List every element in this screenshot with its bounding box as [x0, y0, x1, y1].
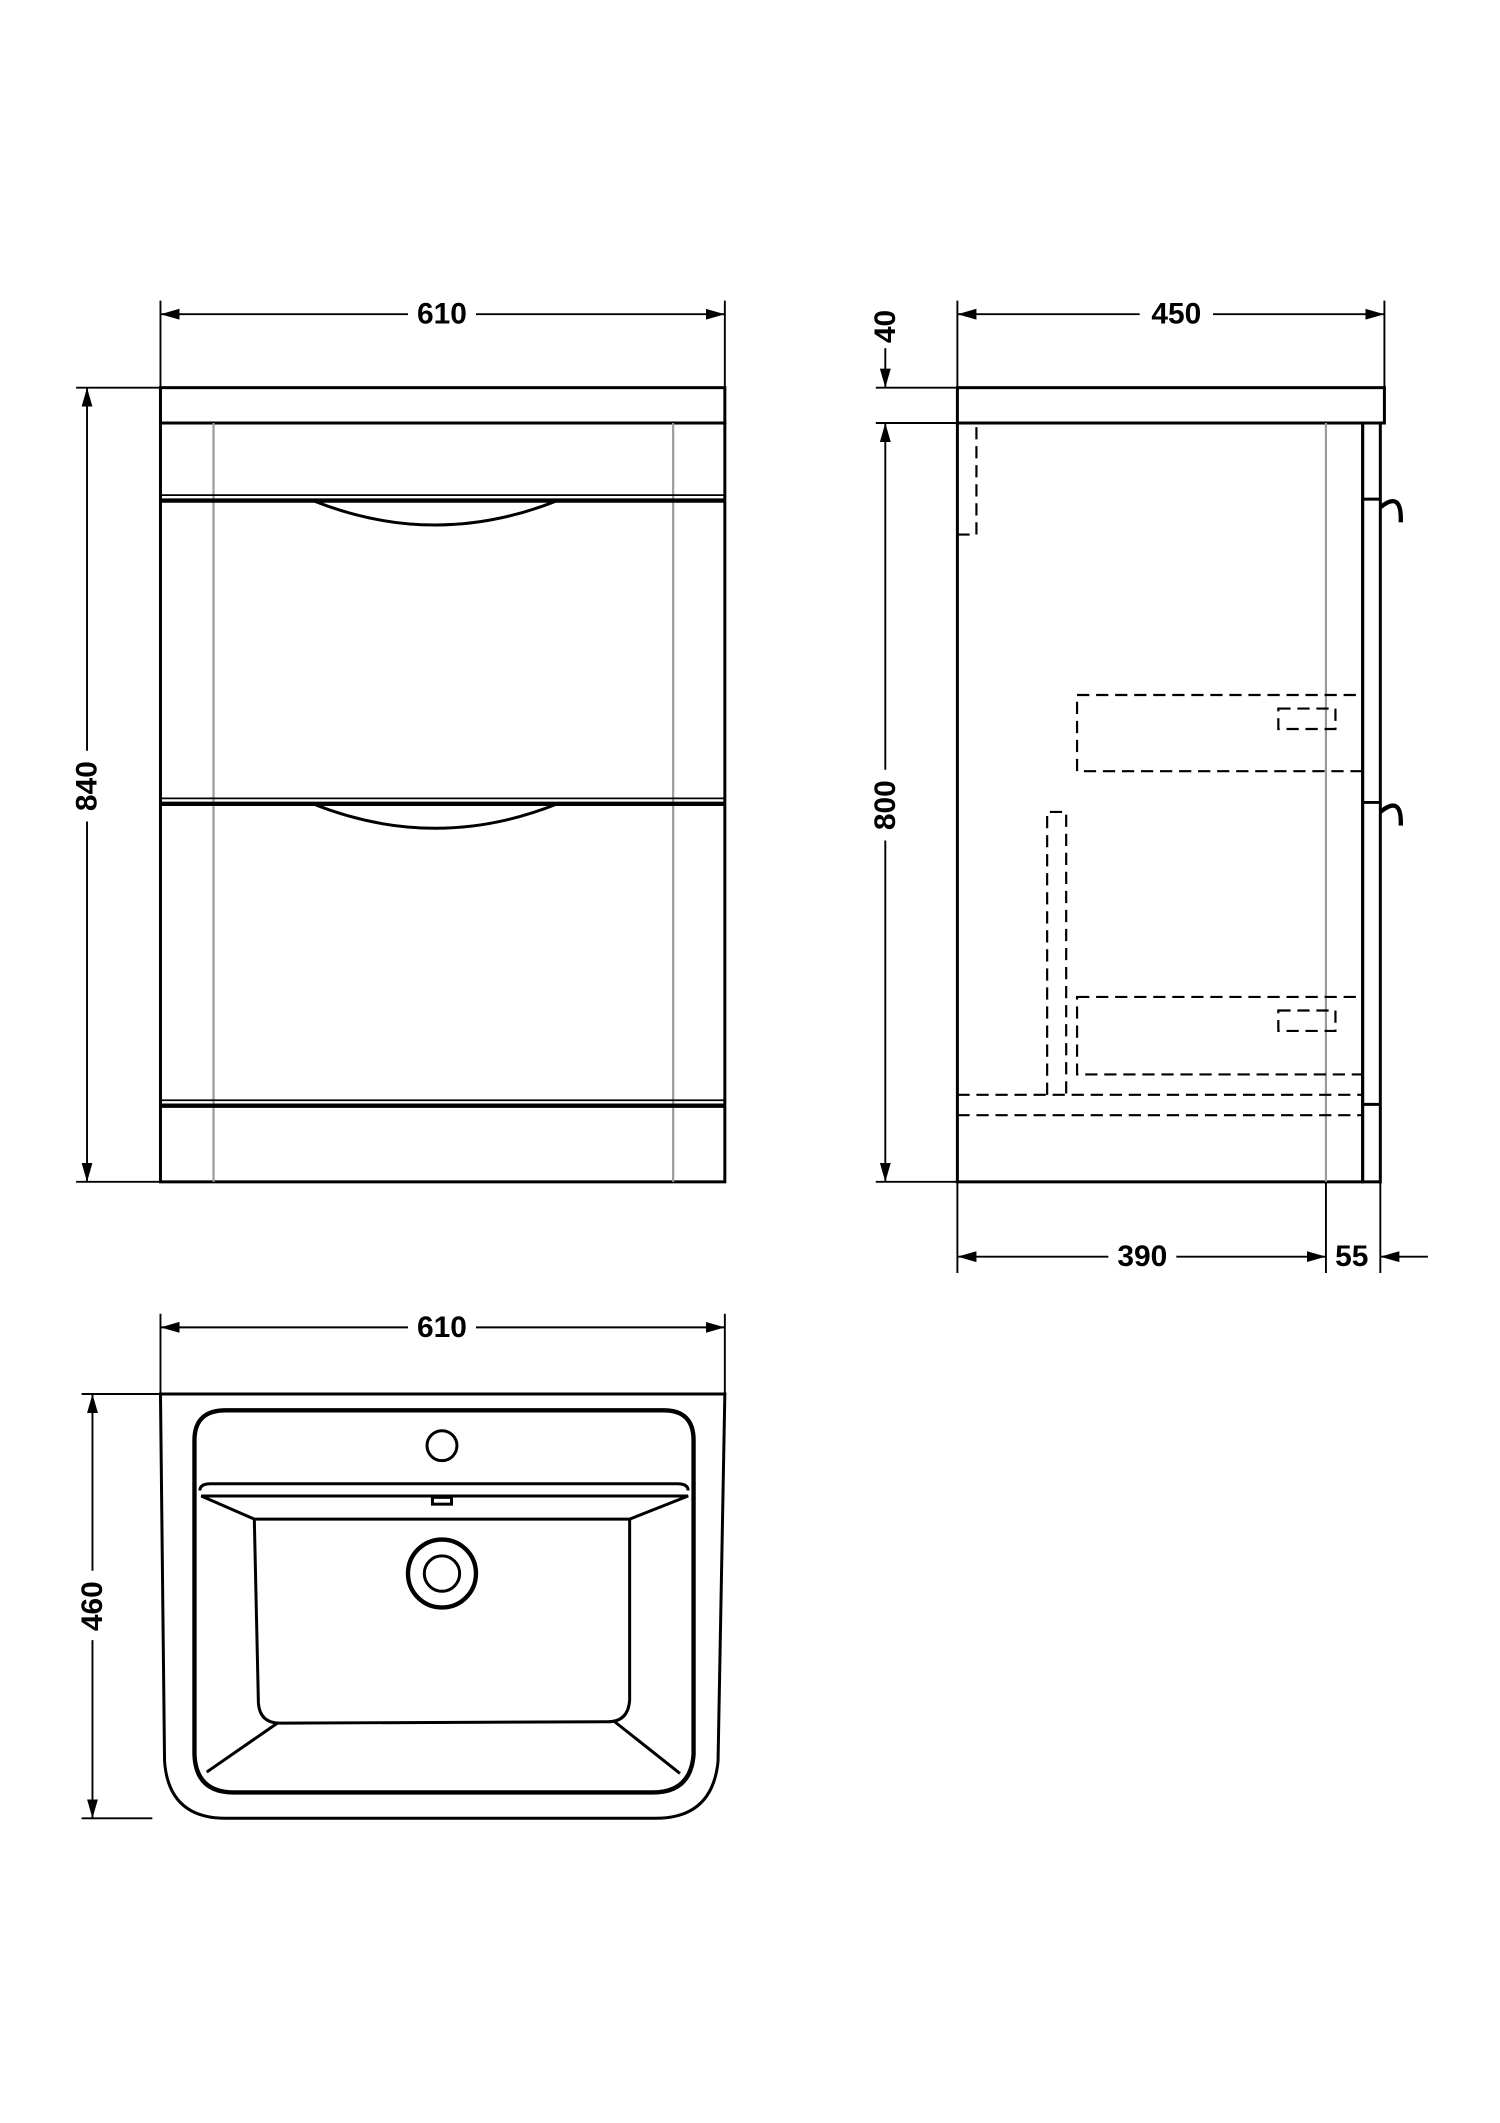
- side-depth-dimension: 450: [956, 298, 1386, 388]
- basin-deck-edge: [198, 1482, 690, 1491]
- drain-waste-hole: [422, 1554, 462, 1593]
- bottom-drawer-box-hidden: [1075, 995, 1364, 1076]
- basin-inner-rim: [192, 1408, 696, 1795]
- basin-outer-outline: [158, 1392, 727, 1820]
- bottom-drawer-handle: [1378, 803, 1403, 826]
- top-drawer: [160, 494, 725, 527]
- drain-outer-ring: [405, 1537, 479, 1610]
- basin-width-dimension: 610: [159, 1311, 726, 1395]
- side-height-dimension: 800: [869, 423, 958, 1183]
- bowl-floor: [252, 1519, 632, 1725]
- bottom-drawer: [160, 797, 725, 830]
- front-height-label: 840: [71, 761, 104, 811]
- bowl-corner-left: [205, 1721, 279, 1774]
- side-view: 450 40 800: [869, 298, 1428, 1273]
- worktop: [158, 386, 727, 425]
- drawer-handle-recess: [312, 802, 559, 830]
- bowl-corner-right: [613, 1720, 681, 1775]
- front-width-dimension: 610: [159, 298, 726, 388]
- overflow-slot: [430, 1495, 453, 1506]
- front-view: 610 840: [71, 298, 727, 1184]
- drawer-front-depth-dimension: 55: [1335, 1181, 1428, 1273]
- carcass-depth-label: 390: [1117, 1240, 1167, 1273]
- tap-hole: [425, 1429, 459, 1463]
- plan-view: 610 460: [76, 1311, 727, 1820]
- front-width-label: 610: [417, 298, 467, 331]
- basin-width-label: 610: [417, 1311, 467, 1344]
- worktop-side: [955, 386, 1386, 425]
- carcass-depth-dimension: 390: [956, 1181, 1327, 1273]
- top-drawer-handle: [1378, 498, 1403, 523]
- front-height-dimension: 840: [71, 386, 161, 1183]
- worktop-thickness-dimension: 40: [869, 310, 958, 424]
- basin-back-shelf: [200, 1494, 689, 1521]
- top-drawer-box-hidden: [1075, 693, 1364, 773]
- worktop-thickness-label: 40: [869, 310, 902, 343]
- rail-hidden-line: [957, 423, 978, 536]
- basin-depth-dimension: 460: [76, 1393, 161, 1820]
- side-height-label: 800: [869, 780, 902, 830]
- bottom-drawer-handle-fixing-hidden: [1277, 1009, 1337, 1032]
- top-drawer-handle-fixing-hidden: [1277, 707, 1337, 731]
- side-depth-label: 450: [1151, 298, 1201, 331]
- waste-pipe-hidden: [1046, 810, 1068, 1095]
- plinth: [160, 1099, 725, 1108]
- drawer-handle-recess: [312, 499, 559, 527]
- cabinet-side-body: [955, 421, 1365, 1184]
- basin-depth-label: 460: [76, 1581, 109, 1631]
- drawer-front-depth-label: 55: [1335, 1240, 1368, 1273]
